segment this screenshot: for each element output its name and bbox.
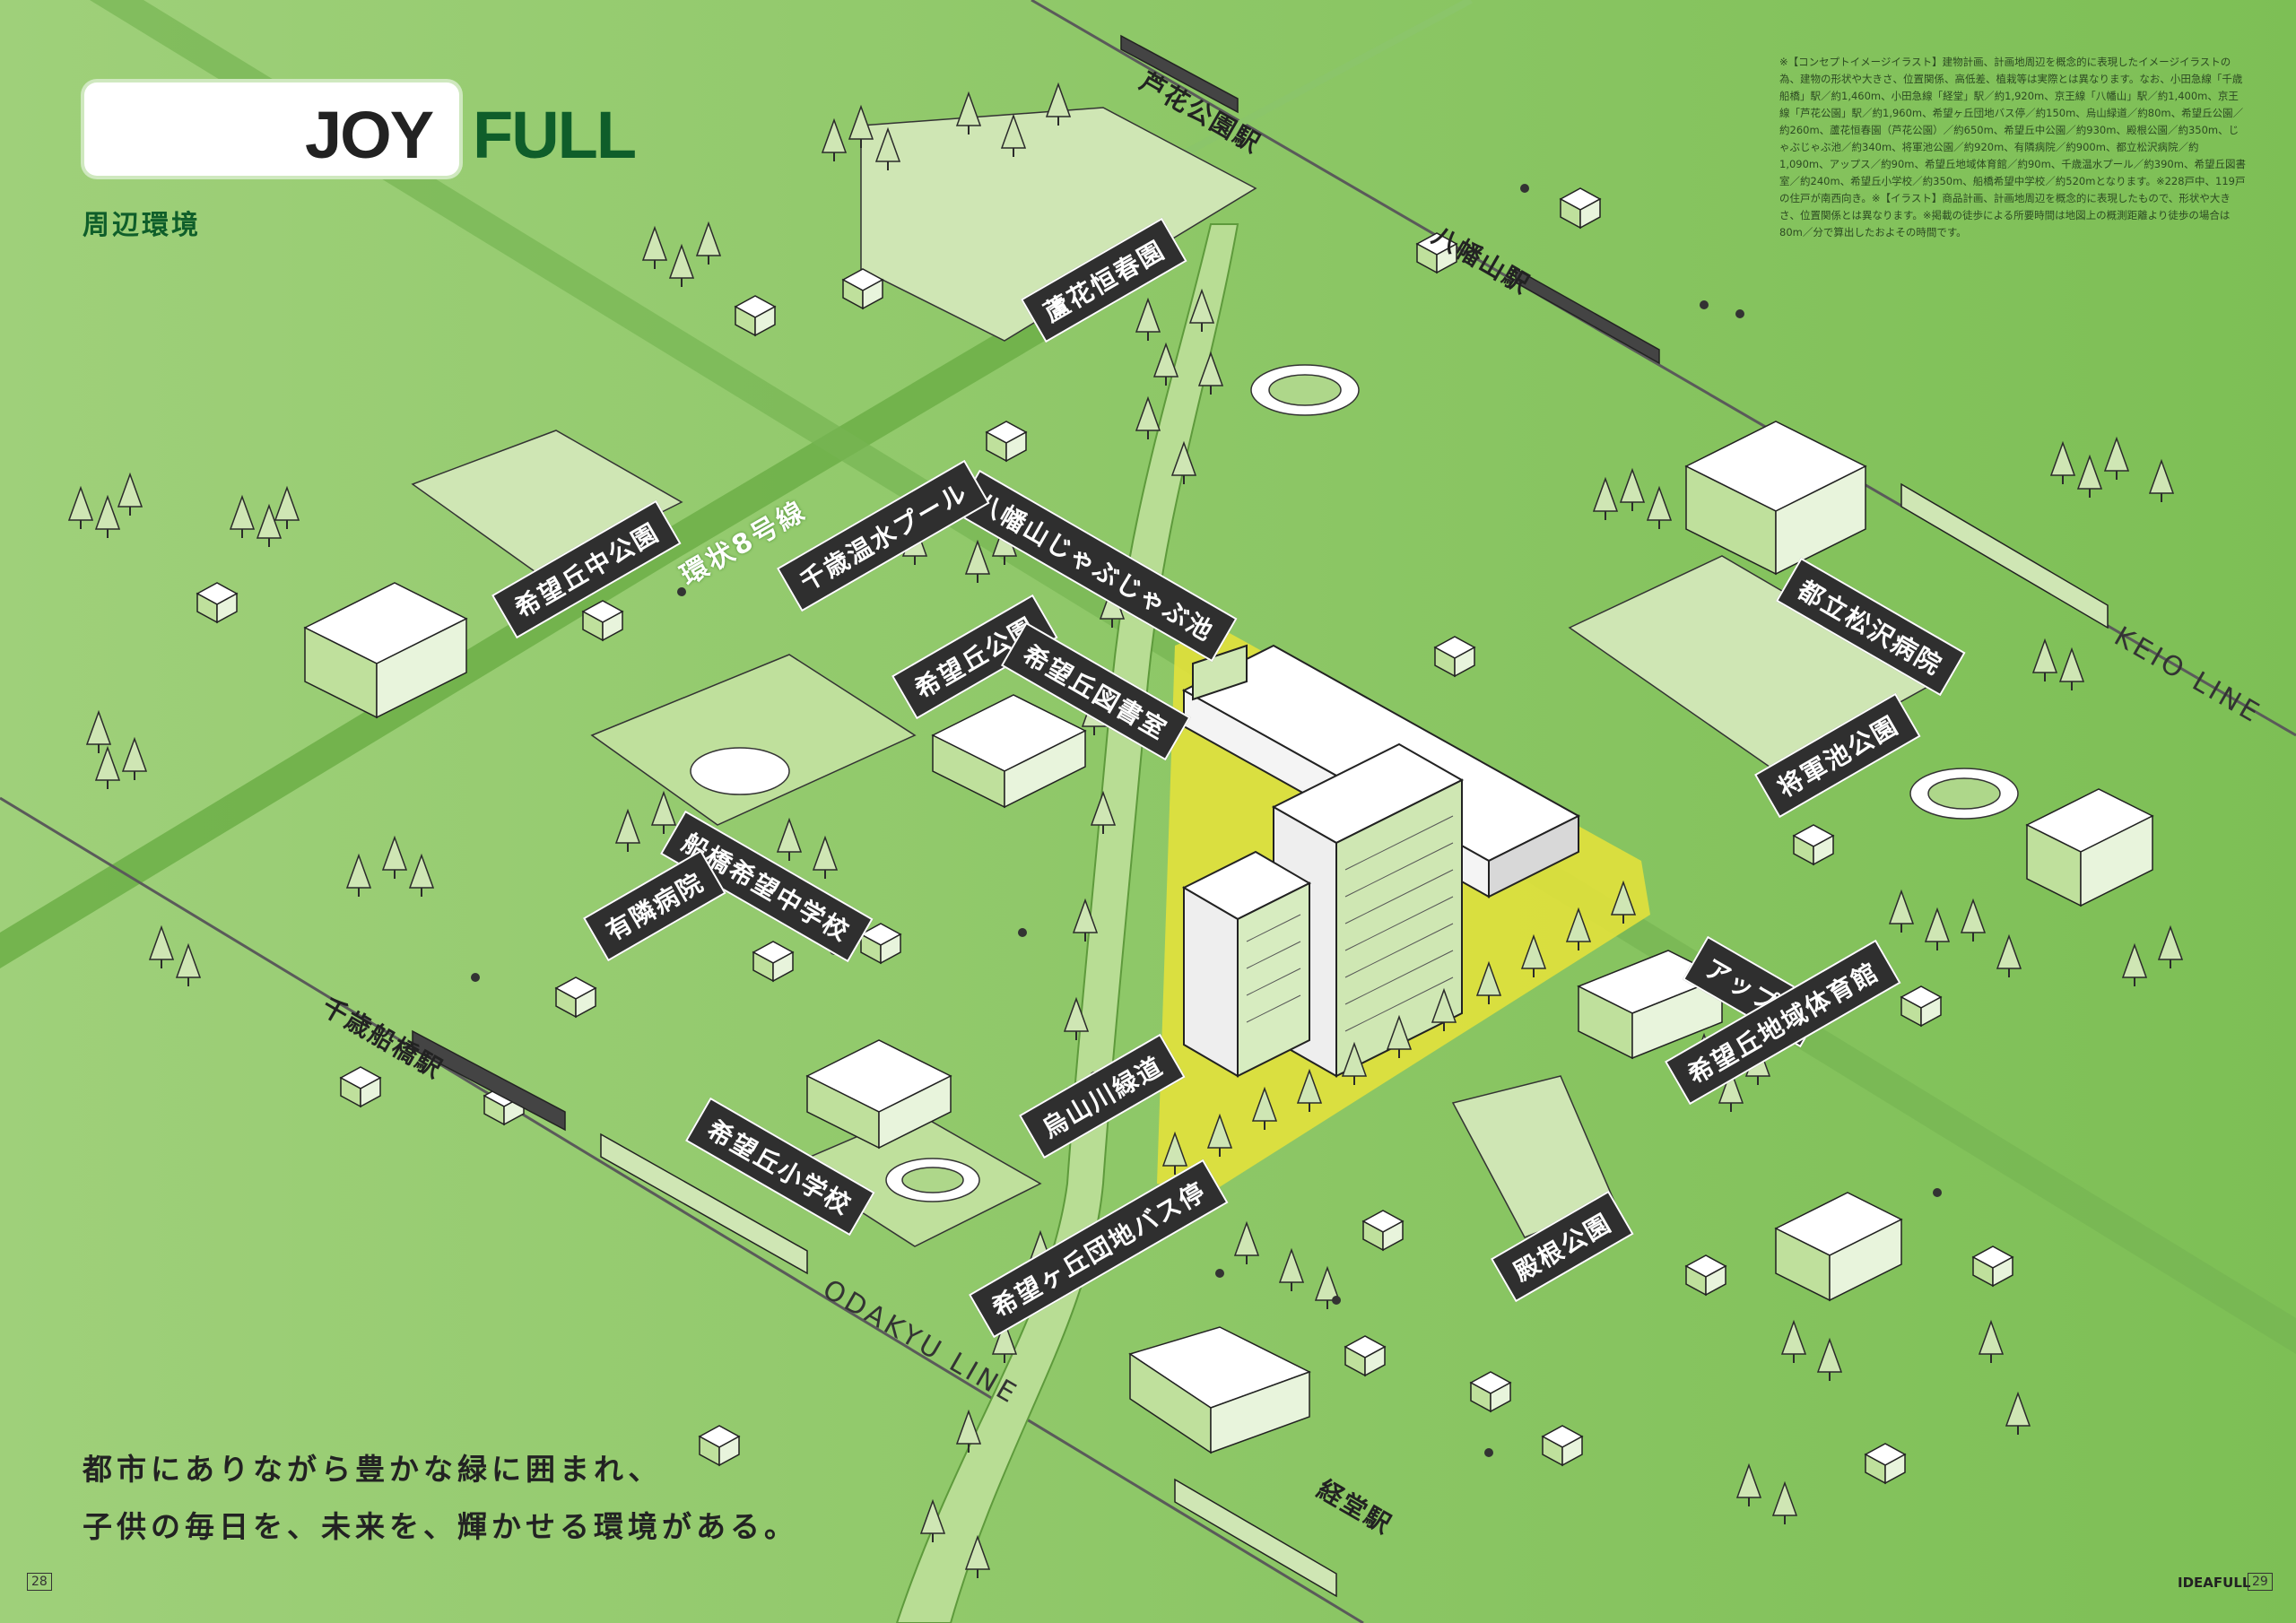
logo-box — [84, 82, 459, 176]
tagline-line-1: 都市にありながら豊かな緑に囲まれ、 — [83, 1452, 663, 1487]
building-windows — [1246, 815, 1454, 1032]
brand-name: IDEAFULL — [2178, 1575, 2251, 1591]
park-areas — [411, 107, 2019, 1247]
footnote-text: ※【コンセプトイメージイラスト】建物計画、計画地周辺を概念的に表現したイメージイ… — [1779, 56, 2246, 239]
tagline-line-2: 子供の毎日を、未来を、輝かせる環境がある。 — [83, 1509, 798, 1544]
page-subtitle: 周辺環境 — [83, 210, 201, 241]
main-building — [1181, 644, 1581, 1078]
page-number-right: 29 — [2248, 1573, 2273, 1591]
logo-full: FULL — [473, 98, 637, 172]
logo-joy: JOY — [305, 98, 434, 172]
trains — [412, 34, 2109, 1598]
page-number-left: 28 — [27, 1573, 52, 1591]
large-buildings — [303, 421, 2154, 1454]
